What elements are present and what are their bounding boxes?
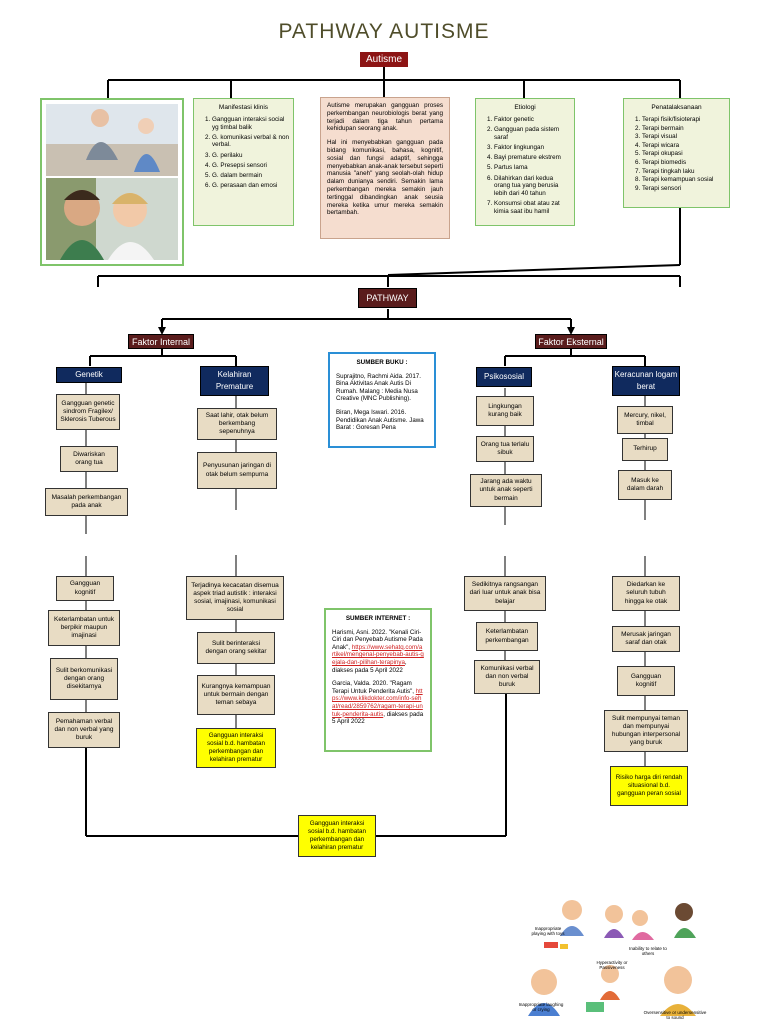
etiologi-item: Gangguan pada sistem saraf [494,126,570,141]
genetik-box: Diwariskan orang tua [60,446,118,472]
kelahiran-box: Saat lahir, otak belum berkembang sepenu… [197,408,277,440]
kelahiran-premature-label: Kelahiran Premature [200,366,269,396]
col1-lower-box: Keterlambatan untuk berpikir maupun imaj… [48,610,120,646]
penatalaksanaan-item: Terapi okupasi [642,150,725,158]
sumber-internet-ref: Garcia, Valda. 2020. "Ragam Terapi Untuk… [332,680,424,726]
etiologi-list: Faktor genetic Gangguan pada sistem sara… [480,116,570,215]
penatalaksanaan-item: Terapi bermain [642,125,725,133]
manifestasi-klinis-box: Manifestasi klinis Gangguan interaksi so… [193,98,294,226]
sumber-buku-box: SUMBER BUKU : Suprajitno, Rachmi Aida. 2… [328,352,436,448]
manifestasi-item: G. komunikasi verbal & non verbal. [212,134,289,149]
autisme-label: Autisme [360,52,408,67]
col4-diagnosis-box: Risiko harga diri rendah situasional b.d… [610,766,688,806]
penatalaksanaan-item: Terapi fisik/fisioterapi [642,116,725,124]
col3-lower-box: Keterlambatan perkembangan [476,622,538,651]
children-photo [42,100,182,264]
penatalaksanaan-list: Terapi fisik/fisioterapi Terapi bermain … [628,116,725,192]
genetik-box: Gangguan genetic sindrom Fragilex/ Skler… [56,394,120,430]
etiologi-item: Bayi premature ekstrem [494,154,570,162]
col4-lower-box: Merusak jaringan saraf dan otak [612,626,680,652]
etiologi-box: Etiologi Faktor genetic Gangguan pada si… [475,98,575,226]
manifestasi-item: Gangguan interaksi social yg timbal bali… [212,116,289,131]
genetik-box: Masalah perkembangan pada anak [45,488,128,516]
penatalaksanaan-item: Terapi biomedis [642,159,725,167]
col2-diagnosis-box: Gangguan interaksi sosial b.d. hambatan … [196,728,276,768]
col1-lower-box: Gangguan kognitif [56,576,114,601]
etiologi-item: Faktor genetic [494,116,570,124]
etiologi-item: Faktor lingkungan [494,144,570,152]
illustration-caption: Hyperactivity or Passiveness [590,960,634,970]
col1-lower-box: Pemahaman verbal dan non verbal yang bur… [48,712,120,748]
etiologi-item: Konsumsi obat atau zat kimia saat ibu ha… [494,200,570,215]
sumber-buku-heading: SUMBER BUKU : [336,359,428,367]
manifestasi-item: G. perilaku [212,152,289,160]
definition-paragraph: Hal ini menyebabkan gangguan pada bidang… [327,139,443,217]
penatalaksanaan-item: Terapi wicara [642,142,725,150]
sumber-internet-box: SUMBER INTERNET : Harismi, Asni. 2022. "… [324,608,432,752]
manifestasi-item: G. perasaan dan emosi [212,182,289,190]
col4-lower-box: Diedarkan ke seluruh tubuh hingga ke ota… [612,576,680,611]
psikososial-label: Psikososial [476,367,532,387]
col3-lower-box: Komunikasi verbal dan non verbal buruk [474,660,540,694]
col2-lower-box: Sulit berinteraksi dengan orang sekitar [197,632,275,664]
illustration-caption: Oversensitive or undersensitive to sound [642,1010,708,1020]
manifestasi-item: G. dalam bermain [212,172,289,180]
col4-lower-box: Gangguan kognitif [617,666,675,696]
definition-paragraph: Autisme merupakan gangguan proses perkem… [327,102,443,133]
keracunan-box: Masuk ke dalam darah [618,470,672,500]
definition-box: Autisme merupakan gangguan proses perkem… [320,97,450,239]
illustration-caption: Inappropriate playing with toys [528,926,568,936]
keracunan-box: Terhirup [622,438,668,461]
col2-lower-box: Terjadinya kecacatan disemua aspek triad… [186,576,284,620]
sumber-internet-ref: Harismi, Asni. 2022. "Kenali Ciri-Ciri d… [332,629,424,675]
page-title: PATHWAY AUTISME [0,20,768,44]
sumber-buku-ref: Biran, Mega Iswari. 2016. Pendidikan Ana… [336,409,428,432]
kelahiran-box: Penyusunan jaringan di otak belum sempur… [197,452,277,489]
sumber-internet-heading: SUMBER INTERNET : [332,615,424,623]
col3-lower-box: Sedikitnya rangsangan dari luar untuk an… [464,576,546,611]
pathway-label: PATHWAY [358,288,417,308]
bottom-diagnosis-box: Gangguan interaksi sosial b.d. hambatan … [298,815,376,857]
penatalaksanaan-item: Terapi kemampuan sosial [642,176,725,184]
manifestasi-heading: Manifestasi klinis [198,104,289,111]
faktor-eksternal-label: Faktor Eksternal [535,334,607,349]
psikososial-box: Lingkungan kurang baik [476,396,534,426]
sumber-buku-ref: Suprajitno, Rachmi Aida. 2017. Bina Akti… [336,373,428,403]
psikososial-box: Orang tua terlalu sibuk [476,436,534,462]
keracunan-box: Mercury, nikel, timbal [617,406,673,434]
ref-text: Garcia, Valda. 2020. "Ragam Terapi Untuk… [332,680,414,695]
photo-collage [40,98,184,266]
penatalaksanaan-heading: Penatalaksanaan [628,104,725,111]
illustration-caption: Inappropriate laughing or crying [518,1002,564,1012]
psikososial-box: Jarang ada waktu untuk anak seperti berm… [470,474,542,507]
etiologi-item: Partus lama [494,164,570,172]
keracunan-logam-label: Keracunan logam berat [612,366,680,396]
manifestasi-list: Gangguan interaksi social yg timbal bali… [198,116,289,190]
etiologi-heading: Etiologi [480,104,570,111]
penatalaksanaan-item: Terapi tingkah laku [642,168,725,176]
autism-signs-illustration: Inappropriate playing with toys Inabilit… [514,896,710,1022]
penatalaksanaan-item: Terapi sensori [642,185,725,193]
manifestasi-item: G. Presepsi sensori [212,162,289,170]
col4-lower-box: Sulit mempunyai teman dan mempunyai hubu… [604,710,688,752]
penatalaksanaan-box: Penatalaksanaan Terapi fisik/fisioterapi… [623,98,730,208]
genetik-label: Genetik [56,367,122,383]
col1-lower-box: Sulit berkomunikasi dengan orang disekit… [50,658,118,700]
etiologi-item: Dilahirkan dari kedua orang tua yang ber… [494,175,570,198]
penatalaksanaan-item: Terapi visual [642,133,725,141]
col2-lower-box: Kurangnya kemampuan untuk bermain dengan… [197,675,275,715]
faktor-internal-label: Faktor Internal [128,334,194,349]
illustration-caption: Inability to relate to others [626,946,670,956]
